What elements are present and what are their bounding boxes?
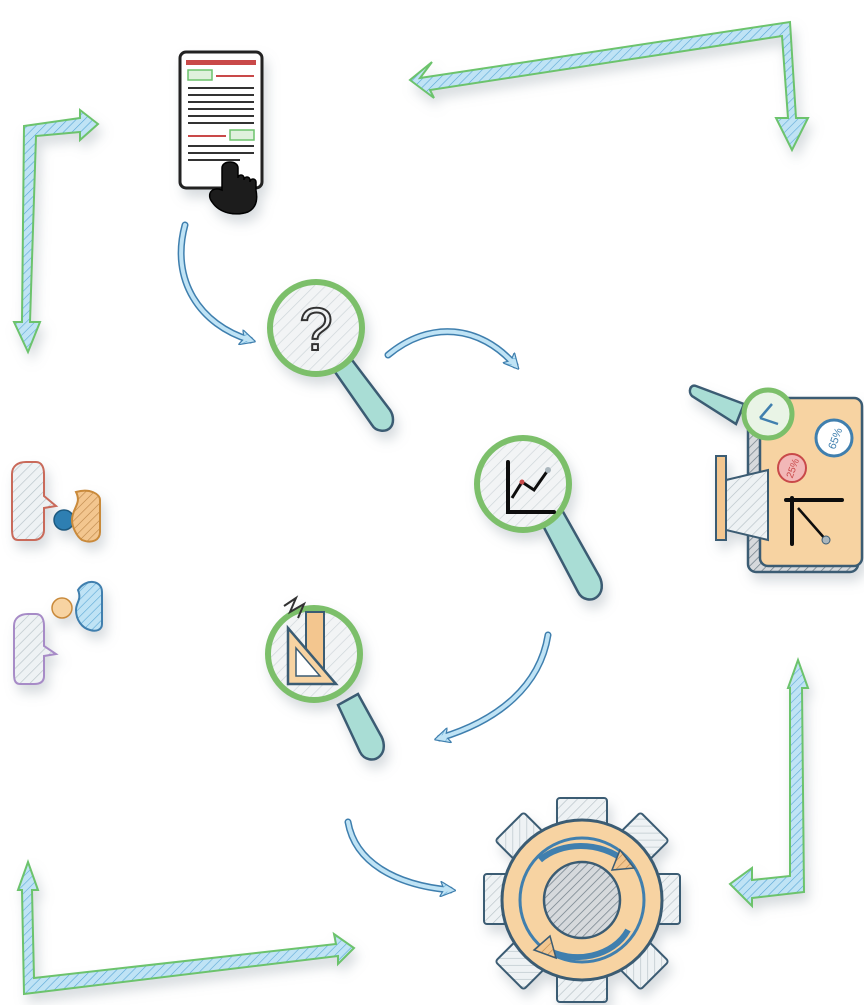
curved-arrow-measure-to-gear [348, 822, 450, 890]
dashboard-report-icon: 65% 25% [690, 386, 862, 572]
people-conversation-icon [12, 462, 102, 684]
magnifier-ruler-icon [268, 598, 384, 759]
magnifier-question-icon: ? [270, 282, 393, 431]
document-with-pointer-icon [180, 52, 262, 214]
curved-arrow-question-to-chart [388, 332, 515, 365]
curved-arrow-doc-to-question [181, 225, 250, 340]
arrow-top-right [410, 22, 808, 150]
curved-arrow-chart-to-measure [440, 635, 548, 738]
gear-cycle-icon [484, 798, 680, 1002]
svg-text:?: ? [299, 296, 332, 363]
arrow-bottom-right [730, 660, 808, 906]
arrow-bottom-left [18, 862, 354, 994]
magnifier-chart-icon [477, 438, 602, 599]
arrow-left-top [14, 110, 98, 352]
